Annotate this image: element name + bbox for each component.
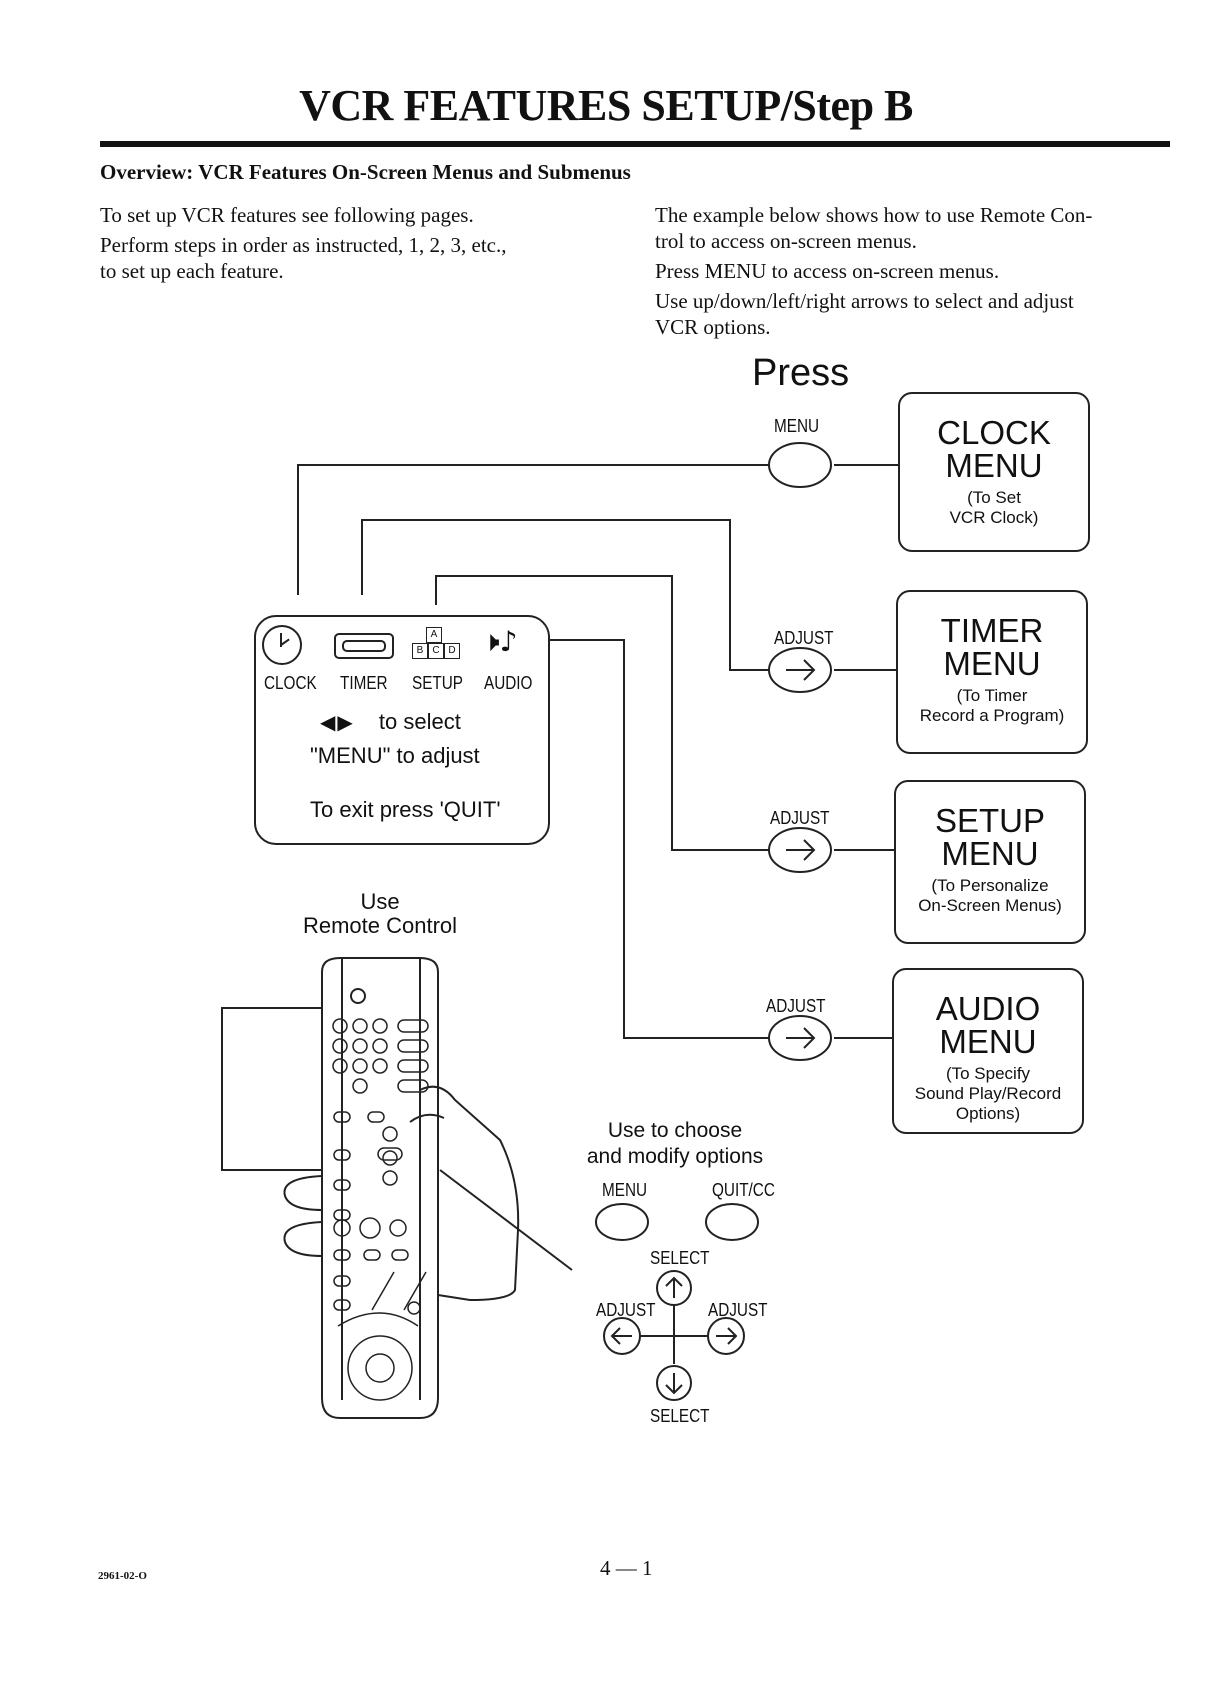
- icon-label-setup: SETUP: [412, 673, 464, 693]
- clock-connector: [297, 464, 770, 595]
- quit-button-label: QUIT/CC: [712, 1180, 775, 1200]
- intro-left-line: To set up VCR features see following pag…: [100, 203, 474, 227]
- adjust-label: ADJUST: [774, 628, 834, 648]
- adjust-label: ADJUST: [770, 808, 830, 828]
- quit-button-icon: [705, 1203, 759, 1241]
- select-up-label: SELECT: [650, 1248, 710, 1268]
- menu-description: Options): [955, 1104, 1021, 1123]
- audio-connector: [548, 639, 770, 1039]
- choose-caption-line: Use to choose: [607, 1119, 743, 1142]
- exit-hint: To exit press 'QUIT': [310, 797, 501, 822]
- audio-menu-box: AUDIO MENU (To Specify Sound Play/Record…: [892, 968, 1084, 1134]
- menu-description: On-Screen Menus): [918, 896, 1062, 915]
- menu-description: (To Personalize: [931, 876, 1049, 895]
- page-number: 4 — 1: [600, 1556, 653, 1580]
- adjust-right-button-icon: [768, 827, 832, 873]
- icon-label-clock: CLOCK: [264, 673, 317, 693]
- menu-title: AUDIO: [935, 990, 1041, 1027]
- remote-caption: Use Remote Control: [280, 890, 480, 938]
- menu-title: SETUP: [934, 802, 1046, 839]
- menu-button-icon: [768, 442, 832, 488]
- remote-caption-line: Remote Control: [302, 913, 458, 938]
- adjust-right-button-icon: [768, 1015, 832, 1061]
- menu-description: Record a Program): [919, 706, 1065, 725]
- left-right-arrows-icon: ◀▶: [320, 710, 355, 734]
- menu-button-label: MENU: [774, 416, 820, 436]
- menu-title: MENU: [939, 1023, 1037, 1060]
- intro-left-line: to set up each feature.: [100, 259, 284, 283]
- icon-label-audio: AUDIO: [484, 673, 533, 693]
- menu-title: CLOCK: [937, 414, 1051, 451]
- adjust-label: ADJUST: [766, 996, 826, 1016]
- select-down-label: SELECT: [650, 1406, 710, 1426]
- choose-caption: Use to choose and modify options: [570, 1118, 780, 1170]
- menu-description: (To Specify: [945, 1064, 1031, 1083]
- select-hint-row: ◀▶ to select: [320, 709, 461, 735]
- onscreen-menu-panel: A B C D 🕨♪ CLOCK TIMER SETUP AUDIO ◀▶ to…: [254, 615, 550, 845]
- page-title: VCR FEATURES SETUP/Step B: [299, 81, 913, 130]
- setup-menu-box: SETUP MENU (To Personalize On-Screen Men…: [894, 780, 1086, 944]
- menu-description: VCR Clock): [949, 508, 1039, 527]
- adjust-right-button-icon: [707, 1317, 745, 1355]
- timer-menu-box: TIMER MENU (To Timer Record a Program): [896, 590, 1088, 754]
- press-label: Press: [752, 352, 850, 394]
- icon-label-timer: TIMER: [340, 673, 388, 693]
- adjust-left-button-icon: [603, 1317, 641, 1355]
- title-rule: [100, 141, 1170, 147]
- section-subheading: Overview: VCR Features On-Screen Menus a…: [100, 160, 631, 184]
- remote-body: [321, 957, 439, 1419]
- select-hint: to select: [378, 709, 461, 734]
- menu-title: MENU: [945, 447, 1043, 484]
- adjust-hint: "MENU" to adjust: [310, 743, 480, 768]
- setup-connector: [435, 575, 770, 851]
- speaker-icon: 🕨♪: [482, 625, 518, 658]
- abcd-blocks-icon: A B C D: [408, 627, 460, 661]
- menu-title: TIMER: [940, 612, 1044, 649]
- menu-title: MENU: [941, 835, 1039, 872]
- intro-left: To set up VCR features see following pag…: [100, 202, 507, 284]
- remote-tab-box: [221, 1007, 323, 1171]
- remote-caption-line: Use: [360, 889, 400, 914]
- select-down-button-icon: [656, 1365, 692, 1401]
- choose-caption-line: and modify options: [586, 1145, 764, 1168]
- menu-title: MENU: [943, 645, 1041, 682]
- intro-right-line: Use up/down/left/right arrows to select …: [655, 289, 1074, 313]
- menu-description: (To Timer: [956, 686, 1028, 705]
- intro-right-line: trol to access on-screen menus.: [655, 229, 917, 253]
- intro-right: The example below shows how to use Remot…: [655, 202, 1092, 340]
- adjust-left-label: ADJUST: [596, 1300, 656, 1320]
- clock-icon: [262, 625, 302, 665]
- doc-code: 2961-02-O: [98, 1570, 147, 1582]
- menu-description: (To Set: [967, 488, 1021, 507]
- timer-connector: [361, 519, 770, 671]
- intro-right-line: Press MENU to access on-screen menus.: [655, 259, 1000, 283]
- intro-right-line: The example below shows how to use Remot…: [655, 203, 1093, 227]
- intro-right-line: VCR options.: [655, 315, 771, 339]
- intro-left-line: Perform steps in order as instructed, 1,…: [100, 233, 507, 257]
- adjust-right-label: ADJUST: [708, 1300, 768, 1320]
- menu-button-icon: [595, 1203, 649, 1241]
- adjust-right-button-icon: [768, 647, 832, 693]
- hand-outline: [419, 1085, 520, 1302]
- clock-menu-box: CLOCK MENU (To Set VCR Clock): [898, 392, 1090, 552]
- menu-description: Sound Play/Record: [914, 1084, 1062, 1103]
- cassette-icon: [334, 633, 394, 659]
- menu-button-label: MENU: [602, 1180, 648, 1200]
